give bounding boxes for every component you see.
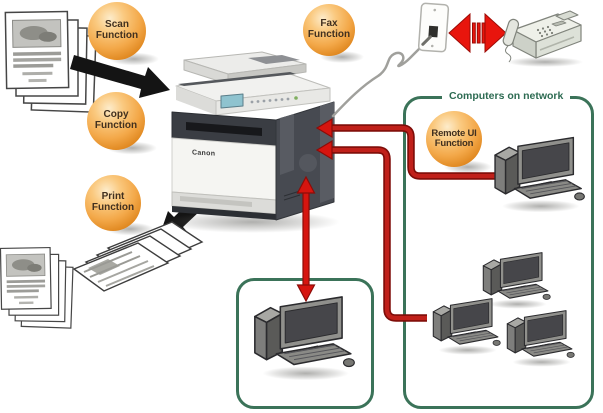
print-function-label-line2: Function [91,202,135,213]
desktop-computer-icon [432,298,501,356]
printer-icon [171,51,335,221]
desktop-computer-icon [482,252,551,310]
desktop-computer-icon [494,136,586,214]
scan-function-label-line1: Scan [105,19,129,31]
printer-brand-logo: Canon [192,149,216,158]
remote-ui-function-badge: Remote UI Function [426,111,482,167]
network-connector-lines [296,117,496,322]
printer-shadow [164,211,340,233]
print-function-badge: Print Function [85,175,141,231]
fax-function-badge: Fax Function [303,4,355,56]
document-stack-icon [0,246,74,329]
scan-arrow-icon [70,55,170,98]
copy-function-badge: Copy Function [87,92,145,150]
scan-function-label-line2: Function [95,30,139,41]
remote-ui-function-label-line2: Function [434,138,474,149]
phone-jack-icon [417,2,450,53]
fax-function-label-line1: Fax [320,18,338,30]
computers-on-network-label: Computers on network [442,90,571,103]
copy-function-label-line1: Copy [103,109,129,121]
fax-function-label-line2: Function [307,29,351,40]
phone-cord [331,42,426,118]
copy-function-label-line2: Function [94,120,138,131]
scan-function-badge: Scan Function [88,2,146,60]
fax-machine-icon [502,10,583,67]
fax-line-arrow-icon [448,12,507,54]
remote-ui-function-label-line1: Remote UI [431,127,477,139]
print-function-label-line1: Print [101,191,125,203]
desktop-computer-icon [254,296,356,382]
desktop-computer-icon [506,310,575,368]
